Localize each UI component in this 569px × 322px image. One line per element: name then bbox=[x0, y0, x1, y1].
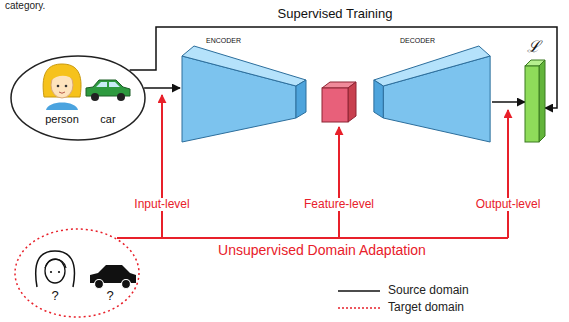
level-label: Feature-level bbox=[302, 198, 376, 211]
car-silhouette-icon bbox=[90, 265, 136, 289]
block-face bbox=[182, 46, 306, 86]
edge-label: Supervised Training bbox=[276, 7, 395, 22]
feature-block bbox=[322, 82, 356, 122]
person-outline-icon bbox=[36, 251, 75, 287]
ellipse-outline bbox=[11, 56, 145, 140]
ellipse-outline bbox=[15, 229, 139, 317]
block-label: DECODER bbox=[400, 37, 435, 45]
block-face bbox=[525, 66, 539, 142]
block-face bbox=[296, 80, 306, 118]
car-icon bbox=[86, 80, 130, 101]
unknown-label: ? bbox=[51, 289, 58, 304]
legend-text: Target domain bbox=[388, 301, 464, 315]
block-face bbox=[374, 46, 490, 86]
decoder-block: DECODER bbox=[372, 36, 492, 144]
caption-fragment: category. bbox=[3, 0, 47, 11]
legend-dotted-line bbox=[338, 307, 380, 309]
legend-solid-line bbox=[338, 290, 380, 292]
node-outline bbox=[14, 228, 140, 318]
connector-arrow bbox=[144, 87, 180, 89]
block-face bbox=[374, 80, 383, 118]
level-label: Input-level bbox=[132, 198, 191, 211]
encoder-block: ENCODER bbox=[180, 36, 308, 144]
loss-symbol: ℒ bbox=[527, 38, 540, 56]
legend-text: Source domain bbox=[388, 284, 469, 298]
block-label: ENCODER bbox=[206, 37, 241, 45]
adaptation-label: Unsupervised Domain Adaptation bbox=[216, 243, 428, 258]
connector-arrow bbox=[492, 101, 525, 103]
node-outline bbox=[525, 60, 545, 142]
person-icon bbox=[43, 64, 81, 110]
unknown-label: ? bbox=[106, 289, 113, 304]
node-outline bbox=[180, 36, 308, 144]
block-face bbox=[539, 60, 545, 142]
node-outline bbox=[372, 36, 492, 144]
source-domain-ellipse: person car bbox=[10, 55, 146, 141]
node-outline bbox=[10, 55, 146, 141]
target-domain-ellipse: ?? bbox=[14, 228, 140, 318]
class-label: car bbox=[100, 113, 115, 126]
class-label: person bbox=[45, 113, 79, 126]
loss-block: ℒ bbox=[525, 60, 545, 142]
level-label: Output-level bbox=[474, 198, 543, 211]
